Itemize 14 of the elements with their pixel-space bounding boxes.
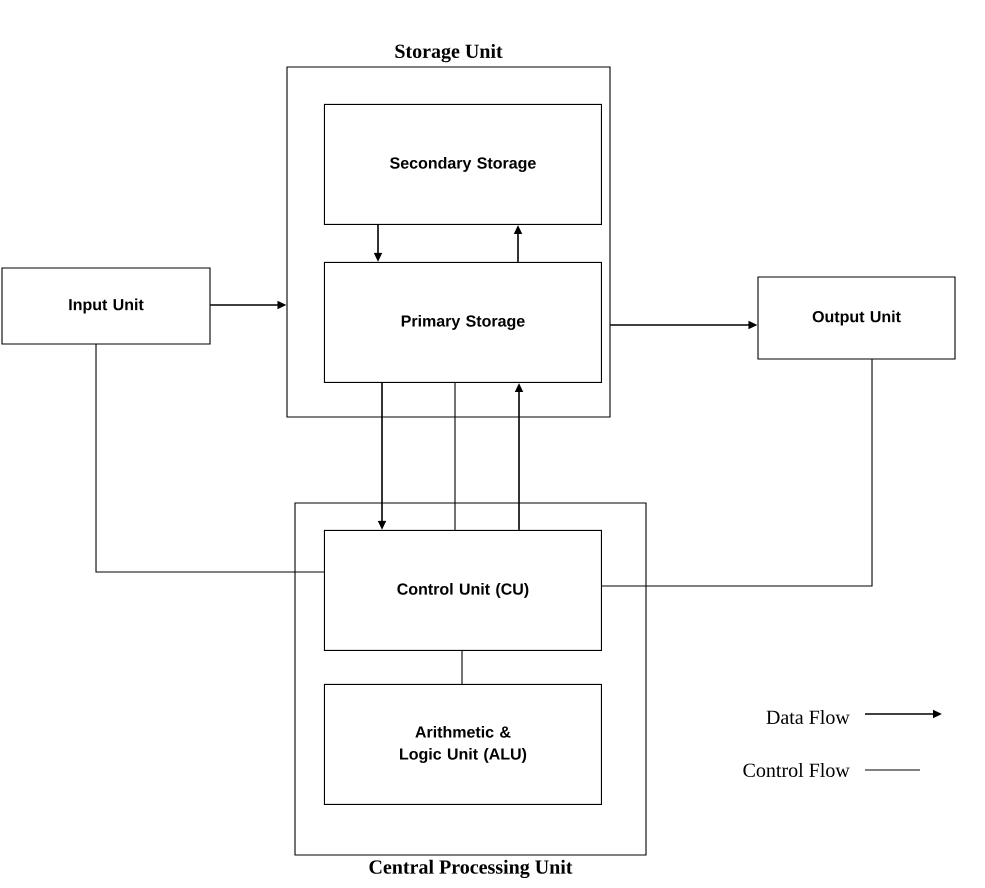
legend-label: Control Flow [743, 762, 850, 778]
connector-line [95, 344, 324, 573]
connector-line [454, 383, 456, 530]
unit-box: Arithmetic & Logic Unit (ALU) [324, 684, 602, 805]
unit-box: Primary Storage [324, 262, 602, 383]
unit-box: Output Unit [757, 276, 956, 360]
connector-line [461, 651, 463, 684]
connector-line [602, 360, 873, 587]
unit-title: Central Processing Unit [369, 860, 572, 878]
unit-title: Storage Unit [395, 44, 503, 62]
legend-label: Data Flow [766, 710, 850, 724]
unit-box: Control Unit (CU) [324, 530, 602, 651]
unit-box: Input Unit [1, 267, 211, 345]
unit-box: Secondary Storage [324, 104, 602, 225]
